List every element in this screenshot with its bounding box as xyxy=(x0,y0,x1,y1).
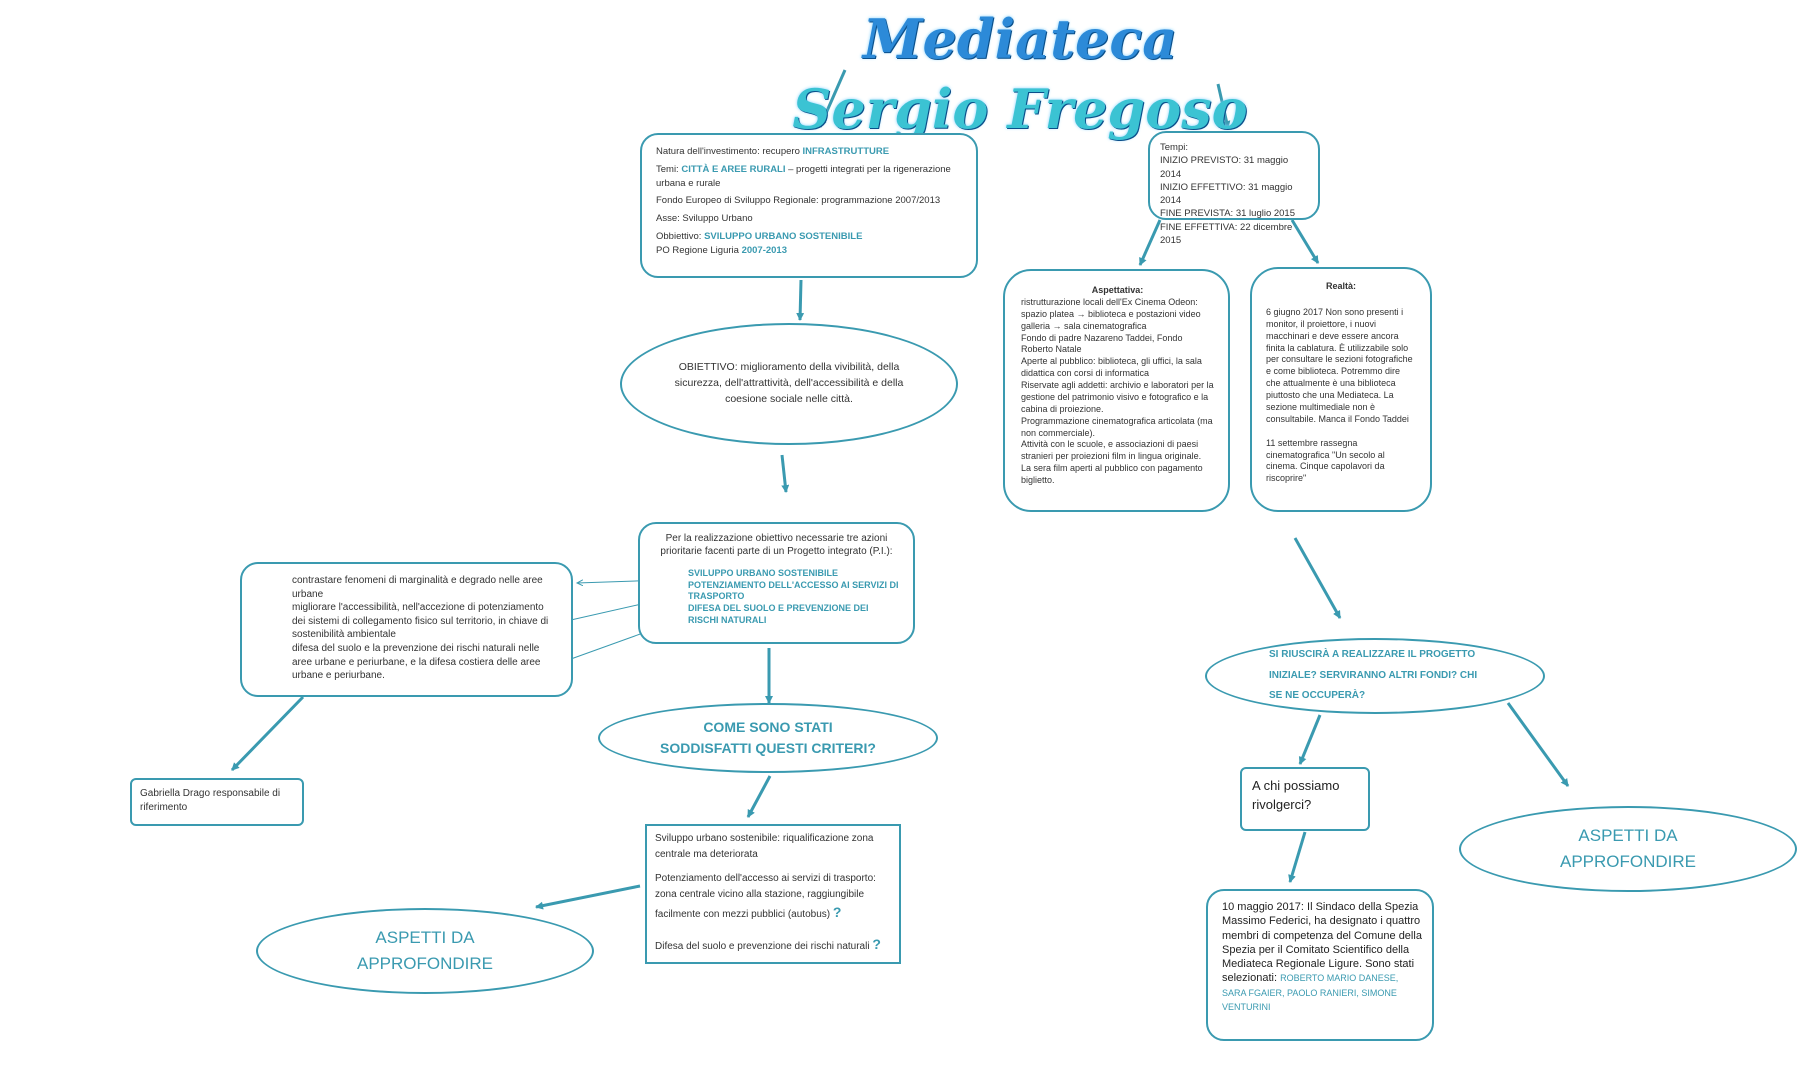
criterio-2: Potenziamento dell'accesso ai servizi di… xyxy=(655,873,876,920)
aspetti-right-ellipse: ASPETTI DA APPROFONDIRE xyxy=(1459,806,1797,892)
question-mark: ? xyxy=(832,904,842,920)
azioni-list: SVILUPPO URBANO SOSTENIBILE POTENZIAMENT… xyxy=(654,568,899,626)
aspettativa-line: Attività con le scuole, e associazioni d… xyxy=(1021,439,1202,462)
aspettativa-line: Riservate agli addetti: archivio e labor… xyxy=(1021,380,1214,414)
arrow-desc-to-responsabile xyxy=(230,695,305,772)
desc-item: migliorare l'accessibilità, nell'accezio… xyxy=(292,602,549,641)
info-box: Natura dell'investimento: recupero INFRA… xyxy=(640,133,978,278)
criterio-1: Sviluppo urbano sostenibile: riqualifica… xyxy=(655,833,874,860)
desc-item: contrastare fenomeni di marginalità e de… xyxy=(292,575,543,600)
aspettativa-line: Programmazione cinematografica articolat… xyxy=(1021,415,1213,438)
po-line: PO Regione Liguria 2007-2013 xyxy=(656,244,787,256)
arrow-title-to-info xyxy=(818,69,847,128)
realta-p1: 6 giugno 2017 Non sono presenti i monito… xyxy=(1266,306,1413,424)
page-title: Mediateca Sergio Fregoso xyxy=(760,4,1280,141)
comitato-box: 10 maggio 2017: Il Sindaco della Spezia … xyxy=(1206,889,1434,1041)
title-part-1: Mediateca xyxy=(862,7,1178,71)
comitato-names: ROBERTO MARIO DANESE, SARA FGAIER, PAOLO… xyxy=(1222,973,1399,1013)
comitato-text: 10 maggio 2017: Il Sindaco della Spezia … xyxy=(1222,901,1422,985)
arrow-realta-to-domanda xyxy=(1293,537,1342,619)
temi-line: Temi: CITTÀ E AREE RURALI – progetti int… xyxy=(656,163,951,189)
azione-item: POTENZIAMENTO DELL'ACCESSO AI SERVIZI DI… xyxy=(688,579,899,602)
criteri-box: Sviluppo urbano sostenibile: riqualifica… xyxy=(645,824,901,964)
tempi-line: FINE EFFETTIVA: 22 dicembre 2015 xyxy=(1160,221,1293,247)
tempi-line: FINE PREVISTA: 31 luglio 2015 xyxy=(1160,208,1295,220)
azioni-box: Per la realizzazione obiettivo necessari… xyxy=(638,522,915,644)
arrow-tempi-to-realta xyxy=(1290,219,1320,264)
arrow-criteri-to-list xyxy=(746,775,772,818)
aspettativa-line: La sera film aperti al pubblico con paga… xyxy=(1021,463,1203,485)
azioni-desc-box: contrastare fenomeni di marginalità e de… xyxy=(240,562,573,697)
arrow-domanda-to-aspetti xyxy=(1506,702,1570,787)
responsabile-box: Gabriella Drago responsabile di riferime… xyxy=(130,778,304,826)
realta-title: Realtà: xyxy=(1325,281,1356,291)
realta-p2: 11 settembre rassegna cinematografica "U… xyxy=(1266,437,1385,484)
question-mark: ? xyxy=(872,935,881,952)
azione-item: DIFESA DEL SUOLO E PREVENZIONE DEI RISCH… xyxy=(688,603,869,625)
arrow-obiettivo-to-azioni xyxy=(780,454,790,493)
chi-box: A chi possiamo rivolgerci? xyxy=(1240,767,1370,831)
asse-line: Asse: Sviluppo Urbano xyxy=(656,213,753,225)
aspettativa-line: ristrutturazione locali dell'Ex Cinema O… xyxy=(1021,296,1198,307)
azioni-intro: Per la realizzazione obiettivo necessari… xyxy=(660,533,893,557)
aspettativa-line: galleria → sala cinematografica xyxy=(1021,320,1147,331)
tempi-line: INIZIO PREVISTO: 31 maggio 2014 xyxy=(1160,155,1289,180)
aspettativa-box: Aspettativa: ristrutturazione locali del… xyxy=(1003,269,1230,512)
desc-item: difesa del suolo e la prevenzione dei ri… xyxy=(292,642,541,682)
natura-line: Natura dell'investimento: recupero INFRA… xyxy=(656,146,890,157)
arrow-title-to-tempi xyxy=(1216,83,1231,129)
aspettativa-title: Aspettativa: xyxy=(1091,285,1144,295)
tempi-line: INIZIO EFFETTIVO: 31 maggio 2014 xyxy=(1160,181,1293,207)
obiettivo-ellipse: OBIETTIVO: miglioramento della vivibilit… xyxy=(620,323,958,445)
arrow-info-to-obiettivo xyxy=(796,279,805,321)
azione-item: SVILUPPO URBANO SOSTENIBILE xyxy=(688,568,839,578)
title-part-2: Sergio Fregoso xyxy=(792,77,1248,141)
domanda-ellipse: SI RIUSCIRÀ A REALIZZARE IL PROGETTO INI… xyxy=(1205,638,1545,714)
tempi-box: Tempi: INIZIO PREVISTO: 31 maggio 2014 I… xyxy=(1148,131,1320,246)
arrow-chi-to-comitato xyxy=(1288,831,1307,883)
aspettativa-line: Fondo di padre Nazareno Taddei, Fondo Ro… xyxy=(1021,332,1183,355)
criterio-3: Difesa del suolo e prevenzione dei risch… xyxy=(655,935,881,952)
arrow-list-to-aspetti xyxy=(535,884,641,910)
arrow-domanda-to-chi xyxy=(1298,714,1322,765)
obiettivo-line: Obbiettivo: SVILUPPO URBANO SOSTENIBILE xyxy=(656,230,863,242)
criteri-question-ellipse: COME SONO STATI SODDISFATTI QUESTI CRITE… xyxy=(598,703,938,773)
fondo-line: Fondo Europeo di Sviluppo Regionale: pro… xyxy=(656,195,941,207)
aspettativa-line: Aperte al pubblico: biblioteca, gli uffi… xyxy=(1021,356,1202,379)
realta-box: Realtà: 6 giugno 2017 Non sono presenti … xyxy=(1250,267,1432,512)
aspetti-left-ellipse: ASPETTI DA APPROFONDIRE xyxy=(256,908,594,994)
aspettativa-line: spazio platea → biblioteca e postazioni … xyxy=(1021,308,1201,319)
arrow-tempi-to-aspettativa xyxy=(1138,219,1162,266)
tempi-label: Tempi: xyxy=(1160,142,1188,153)
